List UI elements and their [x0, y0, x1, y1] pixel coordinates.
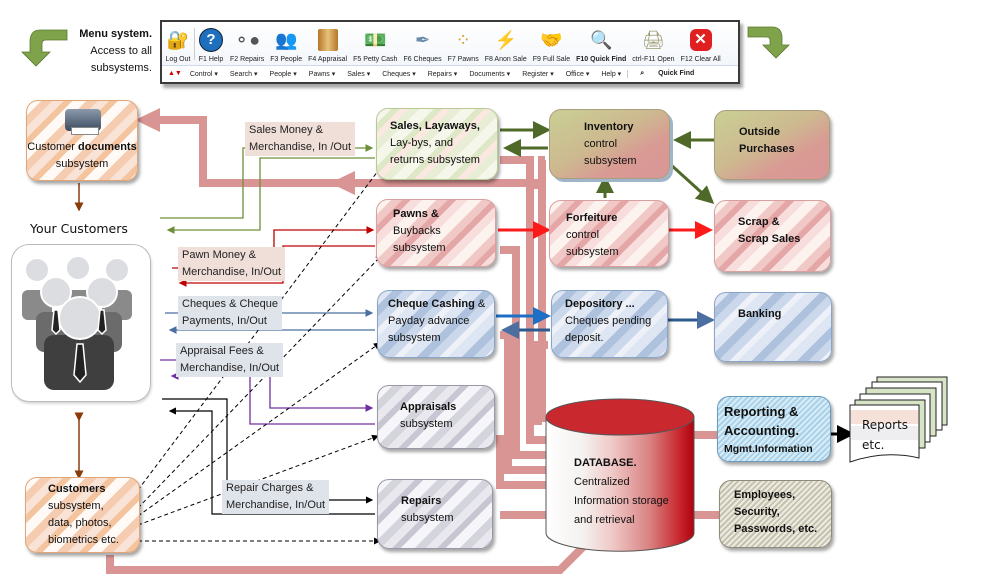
people-icon: 👥: [274, 30, 298, 50]
petty-cash-button[interactable]: 💵F5 Petty Cash: [350, 22, 400, 65]
customers-subsystem-node[interactable]: Customers subsystem, data, photos, biome…: [25, 477, 140, 553]
scroll-icon: [315, 27, 341, 53]
inventory-flows: [500, 121, 715, 205]
reports-stack-icon: [849, 376, 948, 463]
employees-security-node[interactable]: Employees, Security, Passwords, etc.: [719, 480, 832, 548]
quick-find-menu[interactable]: ⌕ Quick Find: [627, 69, 706, 78]
database-wires: [106, 116, 720, 574]
sales-flow-label: Sales Money &Merchandise, In /Out: [245, 122, 356, 156]
inventory-node[interactable]: Inventory control subsystem: [549, 109, 670, 179]
appraisal-button[interactable]: F4 Appraisal: [305, 22, 350, 65]
lock-key-icon: 🔐: [166, 30, 190, 50]
your-customers-title: Your Customers: [30, 221, 128, 236]
wire-appraisals-to-db: [496, 435, 548, 489]
app-logo-icon: ▲▼: [168, 70, 182, 77]
menu-pawns[interactable]: Pawns ▾: [308, 70, 336, 78]
handshake-icon: 🤝: [540, 30, 563, 50]
customers-people-icon: [22, 255, 132, 390]
menu-arrow-right-icon: [747, 26, 790, 59]
full-sale-button[interactable]: 🤝F9 Full Sale: [530, 22, 573, 65]
cheques-button[interactable]: ✒F6 Cheques: [400, 22, 444, 65]
menu-documents[interactable]: Documents ▾: [469, 70, 511, 78]
menu-search[interactable]: Search ▾: [229, 70, 258, 78]
menu-note-line3: subsystems.: [90, 62, 152, 74]
pawn-flow-label: Pawn Money &Merchandise, In/Out: [178, 247, 286, 281]
quick-find-button[interactable]: 🔍F10 Quick Find: [573, 22, 629, 65]
repairs-node[interactable]: Repairs subsystem: [377, 479, 493, 549]
menu-sales[interactable]: Sales ▾: [347, 70, 371, 78]
cheque-pen-icon: ✒: [414, 30, 431, 50]
menu-bar: ▲▼ Control ▾ Search ▾ People ▾ Pawns ▾ S…: [162, 66, 738, 81]
depository-flows: [496, 307, 715, 339]
help-button[interactable]: ?F1 Help: [195, 22, 227, 65]
pawn-balls-icon: ⁘: [455, 30, 471, 50]
wire-customers-to-db: [106, 537, 593, 574]
your-customers-panel[interactable]: [11, 244, 151, 402]
toolbar-separator: [194, 27, 195, 60]
database-node[interactable]: DATABASE. Centralized Information storag…: [574, 457, 669, 526]
cash-box-icon: 💵: [364, 30, 387, 50]
wire-sales-to-db: [500, 156, 548, 444]
help-icon: ?: [198, 27, 224, 53]
logout-button[interactable]: 🔐Log Out: [162, 22, 194, 65]
printer-paper: [71, 127, 99, 135]
magnifier-glass-icon: ⚬●: [234, 30, 261, 50]
search-icon: 🔍: [589, 30, 613, 50]
wire-inventory-to-db: [538, 156, 546, 422]
cheque-cashing-node[interactable]: Cheque Cashing & Payday advance subsyste…: [377, 290, 495, 358]
open-register-button[interactable]: 🖨ctrl-F11 Open: [629, 22, 677, 65]
wire-depository-to-db: [534, 341, 548, 425]
close-icon: ✕: [688, 27, 714, 53]
appraisals-node[interactable]: Appraisals subsystem: [377, 385, 495, 449]
menu-people[interactable]: People ▾: [269, 70, 297, 78]
menu-repairs[interactable]: Repairs ▾: [427, 70, 458, 78]
toolbar-buttons: 🔐Log Out ?F1 Help ⚬●F2 Repairs 👥F3 Peopl…: [162, 22, 738, 66]
menu-arrow-left-icon: [21, 29, 68, 67]
cash-register-icon: 🖨: [641, 30, 665, 50]
menu-control[interactable]: Control ▾: [189, 70, 218, 78]
banking-node[interactable]: Banking: [714, 292, 832, 362]
people-button[interactable]: 👥F3 People: [267, 22, 305, 65]
menu-cheques[interactable]: Cheques ▾: [382, 70, 416, 78]
wire-pawns-to-db: [500, 246, 548, 459]
menu-note-line2: Access to all: [90, 45, 152, 57]
lightning-register-icon: ⚡: [494, 30, 517, 50]
outside-purchases-node[interactable]: Outside Purchases: [714, 110, 830, 180]
reporting-node[interactable]: Reporting & Accounting. Mgmt.Information: [717, 396, 831, 462]
clear-all-button[interactable]: ✕F12 Clear All: [678, 22, 724, 65]
pawns-node[interactable]: Pawns & Buybacks subsystem: [376, 199, 496, 267]
repair-flow-label: Repair Charges &Merchandise, In/Out: [222, 480, 330, 514]
depository-node[interactable]: Depository ... Cheques pending deposit.: [551, 290, 668, 358]
search-icon: ⌕: [640, 69, 647, 77]
db-arrowhead-customers: [330, 171, 355, 195]
menu-toolbar: 🔐Log Out ?F1 Help ⚬●F2 Repairs 👥F3 Peopl…: [160, 20, 740, 84]
repairs-button[interactable]: ⚬●F2 Repairs: [227, 22, 267, 65]
scrap-node[interactable]: Scrap & Scrap Sales: [714, 200, 831, 272]
database-cylinder: [545, 398, 695, 552]
menu-register[interactable]: Register ▾: [522, 70, 554, 78]
anon-sale-button[interactable]: ⚡F8 Anon Sale: [482, 22, 530, 65]
customer-documents-node[interactable]: Customer documents subsystem: [26, 100, 138, 181]
db-arrowhead-customer-docs: [135, 108, 160, 132]
menu-system-note: Menu system. Access to all subsystems.: [68, 26, 152, 77]
appraisal-flow-label: Appraisal Fees &Merchandise, In/Out: [176, 343, 284, 377]
menu-office[interactable]: Office ▾: [565, 70, 590, 78]
printer-icon: [65, 109, 101, 131]
forfeiture-node[interactable]: Forfeiture control subsystem: [549, 200, 669, 267]
pawns-button[interactable]: ⁘F7 Pawns: [445, 22, 482, 65]
sales-node[interactable]: Sales, Layaways, Lay-bys, and returns su…: [376, 108, 498, 180]
menu-note-title: Menu system.: [79, 28, 152, 40]
menu-help[interactable]: Help ▾: [601, 70, 622, 78]
reports-output: Reports etc.: [862, 418, 909, 452]
